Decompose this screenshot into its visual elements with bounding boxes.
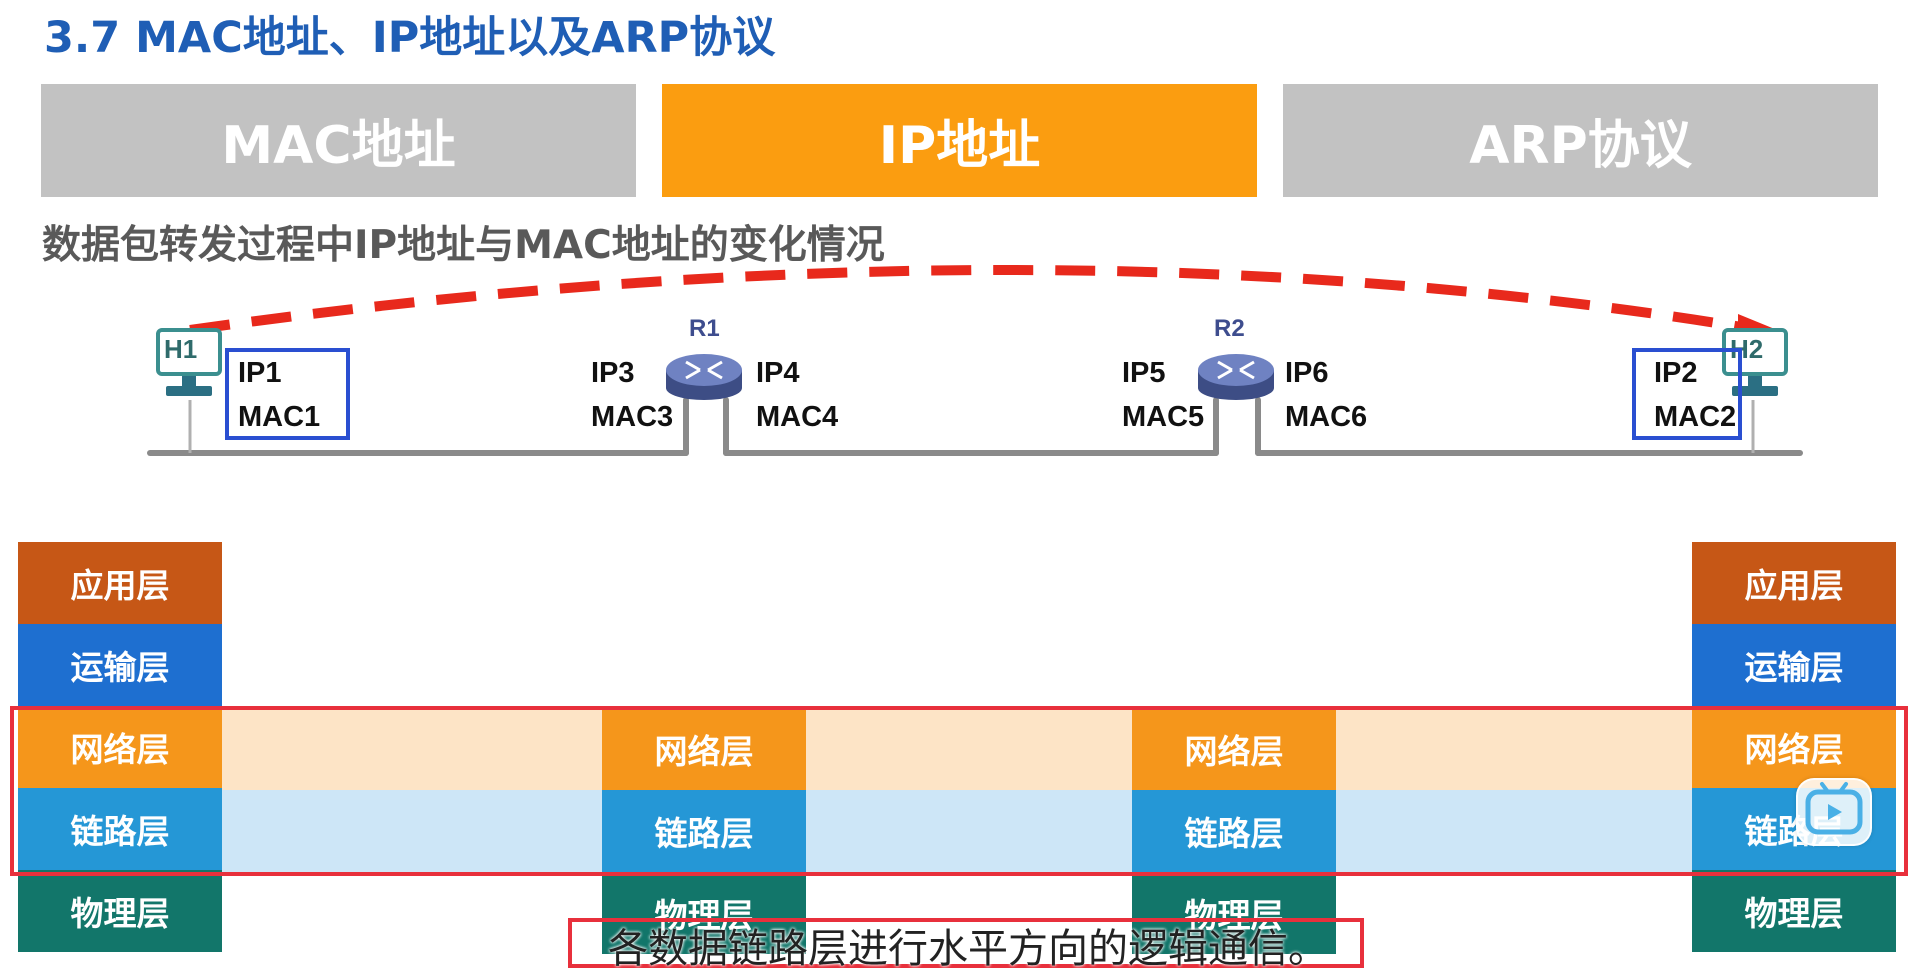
tab-arp-protocol[interactable]: ARP协议: [1283, 84, 1878, 197]
slide-title: 3.7 MAC地址、IP地址以及ARP协议: [44, 13, 776, 63]
h1-mac: MAC1: [238, 401, 321, 433]
layer-highlight-frame: [10, 706, 1908, 876]
network-layer: 网络层: [602, 708, 806, 790]
r2-right-mac: MAC6: [1285, 401, 1368, 433]
physical-layer: 物理层: [602, 872, 806, 954]
router-r2-label: R2: [1214, 315, 1245, 342]
application-layer: 应用层: [1692, 542, 1896, 624]
link-layer: 链路层: [18, 788, 222, 870]
h1-protocol-stack: 应用层 运输层 网络层 链路层 物理层: [18, 542, 222, 952]
section-subtitle: 数据包转发过程中IP地址与MAC地址的变化情况: [42, 223, 885, 268]
h2-address-box: [1632, 348, 1742, 440]
r1-left-mac: MAC3: [591, 401, 674, 433]
network-layer-band: [222, 708, 1692, 790]
h1-address-box: [225, 348, 350, 440]
r1-protocol-stack: 网络层 链路层 物理层: [602, 708, 806, 954]
h2-ip: IP2: [1654, 357, 1698, 389]
router-icon: [666, 354, 742, 400]
host-h1-label: H1: [164, 334, 198, 364]
link-layer: 链路层: [1132, 790, 1336, 872]
host-computer-icon: [156, 328, 222, 396]
r1-left-ip: IP3: [591, 357, 635, 389]
caption-frame: [568, 918, 1364, 968]
r2-left-mac: MAC5: [1122, 401, 1205, 433]
h2-mac: MAC2: [1654, 401, 1737, 433]
player-logo-icon[interactable]: [1796, 778, 1872, 846]
video-caption: 各数据链路层进行水平方向的逻辑通信。: [608, 926, 1328, 972]
r1-right-ip: IP4: [756, 357, 800, 389]
transport-layer: 运输层: [18, 624, 222, 706]
physical-layer: 物理层: [1692, 870, 1896, 952]
network-diagram: [147, 265, 1803, 456]
r2-right-ip: IP6: [1285, 357, 1329, 389]
transport-layer: 运输层: [1692, 624, 1896, 706]
network-layer: 网络层: [1692, 706, 1896, 788]
h1-ip: IP1: [238, 357, 282, 389]
link-layer: 链路层: [602, 790, 806, 872]
r1-right-mac: MAC4: [756, 401, 839, 433]
router-icon: [1198, 354, 1274, 400]
dashed-arrow-icon: [189, 265, 1761, 335]
network-layer: 网络层: [18, 706, 222, 788]
physical-layer: 物理层: [1132, 872, 1336, 954]
router-r1-label: R1: [689, 315, 720, 342]
r2-protocol-stack: 网络层 链路层 物理层: [1132, 708, 1336, 954]
link-layer-band: [222, 790, 1692, 872]
application-layer: 应用层: [18, 542, 222, 624]
physical-layer: 物理层: [18, 870, 222, 952]
tab-ip-address[interactable]: IP地址: [662, 84, 1257, 197]
network-layer: 网络层: [1132, 708, 1336, 790]
tab-mac-address[interactable]: MAC地址: [41, 84, 636, 197]
r2-left-ip: IP5: [1122, 357, 1166, 389]
